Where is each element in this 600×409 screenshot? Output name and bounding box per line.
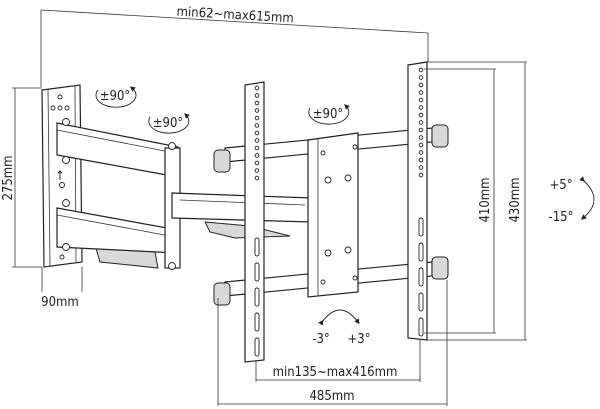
rail-hole <box>254 108 260 113</box>
rail-hole <box>254 93 260 98</box>
rail-hole <box>254 130 260 136</box>
rail-hole <box>418 135 424 140</box>
level-adjust-indicator: -3° +3° <box>312 309 371 347</box>
rail-hole <box>418 150 424 155</box>
rail-hole <box>254 168 260 173</box>
bracket-width-label: 485mm <box>309 389 354 404</box>
rail-hole <box>254 115 260 121</box>
rail-hole <box>418 90 424 95</box>
rail-hole <box>418 105 424 110</box>
rail-slot <box>254 337 260 357</box>
depth-range-label: min62~max615mm <box>176 5 294 27</box>
vesa-width-label: min135~max416mm <box>273 365 398 380</box>
rail-hole <box>254 153 260 158</box>
tilt-up-label: +5° <box>549 178 572 193</box>
vesa-height-label: 410mm <box>478 177 493 222</box>
rail-hole <box>418 157 424 163</box>
rail-hole <box>418 172 424 178</box>
rail-slot <box>418 217 424 237</box>
rail-hole <box>254 100 260 106</box>
rail-slot <box>254 312 260 332</box>
depth-dimension: min62~max615mm <box>40 5 429 87</box>
rail-slot <box>418 292 424 312</box>
rail-hole <box>418 82 424 88</box>
second-arm <box>171 192 313 239</box>
head-swivel-indicator: ±90° <box>308 104 350 125</box>
arm-swivel-indicator: ±90° <box>148 113 190 134</box>
wall-swivel-indicator: ±90° <box>95 86 137 108</box>
level-minus-label: -3° <box>312 332 330 347</box>
rail-hole <box>418 165 424 170</box>
rail-hole <box>418 67 424 73</box>
rail-hole <box>418 97 424 103</box>
bracket-height-dimension: 430mm <box>427 61 527 341</box>
center-plate <box>307 132 359 298</box>
left-vertical-rail <box>244 81 265 363</box>
arm-swivel-label: ±90° <box>153 116 184 131</box>
rail-slot <box>254 262 260 282</box>
vesa-width-dimension: min135~max416mm <box>255 340 421 382</box>
rail-hole <box>418 112 424 118</box>
rail-hole <box>418 75 424 80</box>
rail-hole <box>418 127 424 133</box>
rail-hole <box>418 142 424 148</box>
rail-hole <box>254 85 260 91</box>
bracket-height-label: 430mm <box>508 177 523 222</box>
head-swivel-label: ±90° <box>313 107 344 122</box>
rail-slot <box>418 317 424 337</box>
rail-hole <box>254 175 260 181</box>
wall-swivel-label: ±90° <box>100 89 131 104</box>
rail-slot <box>418 267 424 287</box>
rail-hole <box>254 138 260 143</box>
tilt-indicator: +5° -15° <box>549 176 595 225</box>
wall-plate-height-dimension: 275mm <box>1 87 42 268</box>
tilt-down-label: -15° <box>549 210 574 225</box>
right-vertical-rail <box>407 61 428 341</box>
wall-plate-width-dimension: 90mm <box>41 267 83 310</box>
level-plus-label: +3° <box>347 332 370 347</box>
rail-hole <box>254 160 260 166</box>
up-arrow-icon: ↑ <box>55 169 65 184</box>
rail-hole <box>254 123 260 128</box>
vesa-height-dimension: 410mm <box>424 68 496 334</box>
bracket-width-dimension: 485mm <box>217 280 448 406</box>
rail-slot <box>254 287 260 307</box>
rail-slot <box>254 237 260 257</box>
rail-hole <box>254 145 260 151</box>
wall-plate-height-label: 275mm <box>1 155 16 200</box>
rail-slot <box>418 242 424 262</box>
wall-plate-width-label: 90mm <box>41 295 79 310</box>
rail-hole <box>418 120 424 125</box>
